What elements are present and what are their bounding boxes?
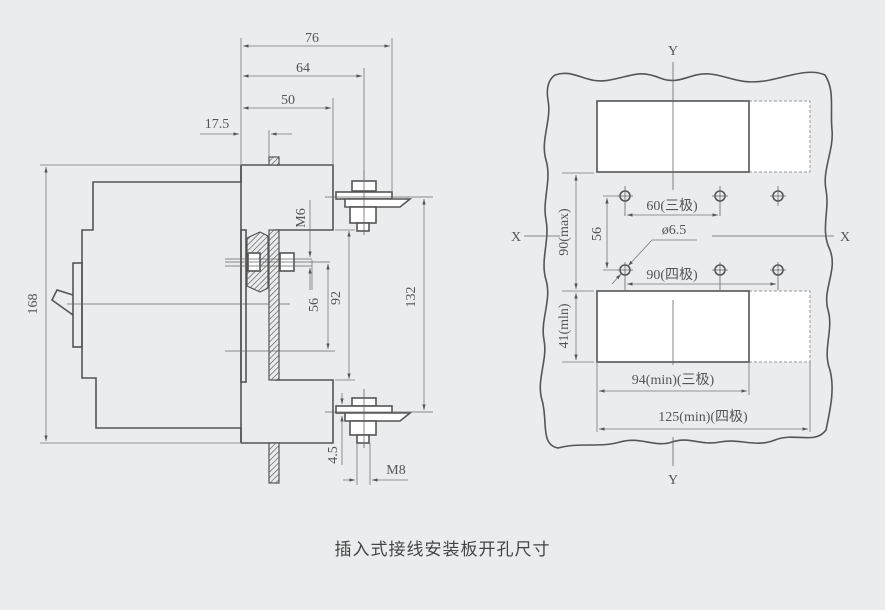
inner-plate bbox=[240, 229, 247, 383]
dim-56-cutout: 56 bbox=[590, 227, 605, 241]
dim-41-min: 41(mln) bbox=[557, 303, 572, 348]
dim-50: 50 bbox=[281, 93, 295, 108]
panel-outline bbox=[539, 71, 834, 449]
rear-block-top bbox=[241, 164, 334, 231]
dim-94-min-3p: 94(min)(三极) bbox=[632, 372, 715, 388]
axis-x-left: X bbox=[511, 230, 521, 245]
dim-76: 76 bbox=[305, 31, 319, 46]
bottom-cutout-4p-extension bbox=[748, 290, 811, 363]
mounting-plate-bottom bbox=[268, 442, 280, 484]
figure-caption: 插入式接线安装板开孔尺寸 bbox=[334, 540, 551, 560]
dim-hole-diameter: ø6.5 bbox=[662, 223, 687, 238]
dim-168: 168 bbox=[26, 294, 41, 315]
dim-92: 92 bbox=[329, 291, 344, 305]
dim-17-5: 17.5 bbox=[205, 117, 230, 132]
top-cutout-4p-extension bbox=[748, 100, 811, 173]
axis-y-bottom: Y bbox=[668, 473, 678, 488]
mounting-plate-top bbox=[268, 156, 280, 166]
axis-x-right: X bbox=[840, 230, 850, 245]
leader-hole-diameter bbox=[627, 239, 697, 267]
dim-132: 132 bbox=[404, 287, 419, 308]
rear-block-bottom bbox=[241, 379, 334, 444]
toggle-handle bbox=[50, 289, 74, 316]
dim-4-5: 4.5 bbox=[326, 446, 341, 464]
dim-56-side: 56 bbox=[307, 298, 322, 312]
dim-m6: M6 bbox=[294, 208, 309, 227]
bottom-terminal bbox=[325, 389, 433, 448]
dim-64: 64 bbox=[296, 61, 310, 76]
mounting-holes bbox=[617, 186, 786, 290]
dim-125-min-4p: 125(min)(四极) bbox=[658, 409, 748, 425]
dim-m8: M8 bbox=[386, 463, 405, 478]
dim-90-max: 90(max) bbox=[557, 208, 572, 256]
mounting-plate bbox=[268, 229, 280, 381]
handle-plate bbox=[72, 262, 83, 348]
dim-60-3p: 60(三极) bbox=[646, 198, 698, 214]
axis-y-top: Y bbox=[668, 44, 678, 59]
top-terminal bbox=[325, 170, 433, 235]
dim-90-4p: 90(四极) bbox=[646, 267, 698, 283]
cutout-view: Y Y X X 60(三极) ø6.5 bbox=[511, 44, 850, 488]
side-view: 76 64 50 17.5 168 M6 56 92 132 bbox=[26, 31, 433, 485]
